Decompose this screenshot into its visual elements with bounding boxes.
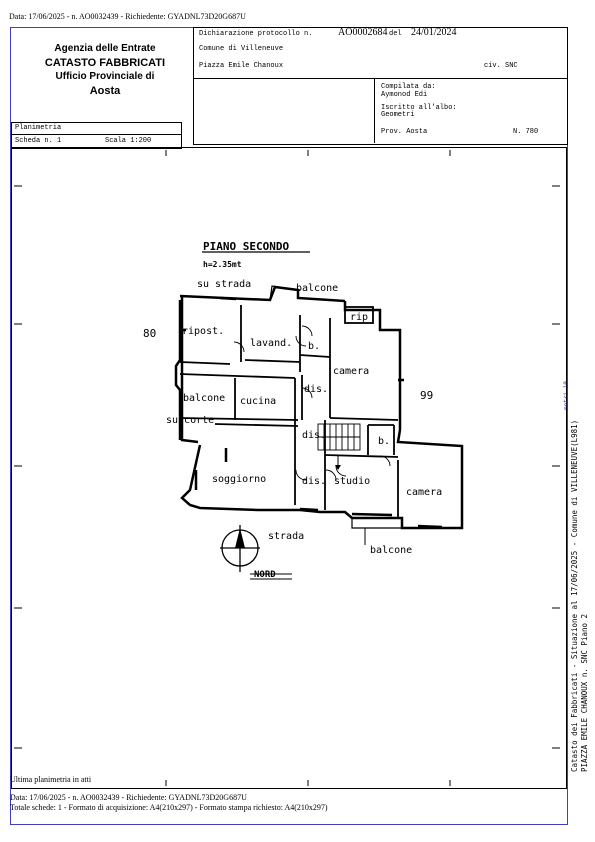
label-su-corte: su corte xyxy=(166,415,214,426)
label-balcone-top: balcone xyxy=(296,283,338,294)
agency-block: Agenzia delle Entrate CATASTO FABBRICATI… xyxy=(20,42,190,98)
agency-name: Agenzia delle Entrate xyxy=(54,43,156,54)
compiled-name: Aymonod Edi xyxy=(381,91,428,99)
drawing-frame xyxy=(11,147,567,789)
ufficio-label: Ufficio Provinciale di xyxy=(55,71,155,82)
registration-number: N. 780 xyxy=(513,128,539,136)
label-camera2: camera xyxy=(406,487,442,498)
label-cucina: cucina xyxy=(240,396,276,407)
label-lavand: lavand. xyxy=(250,338,292,349)
comune-name: Comune di Villeneuve xyxy=(199,45,284,53)
label-balcone-bottom: balcone xyxy=(370,545,412,556)
header-request-line: Data: 17/06/2025 - n. AO0032439 - Richie… xyxy=(9,12,246,21)
label-dis1: dis. xyxy=(304,384,328,395)
label-rip: rip xyxy=(350,312,368,323)
label-strada: strada xyxy=(268,531,304,542)
planimetria-divider xyxy=(11,134,181,135)
protocol-del: del xyxy=(389,30,402,38)
label-studio: studio xyxy=(334,476,370,487)
label-dis2: dis. xyxy=(302,430,326,441)
ufficio-city: Aosta xyxy=(89,85,121,97)
label-80: 80 xyxy=(143,327,156,340)
protocol-date: 24/01/2024 xyxy=(411,27,457,38)
declaration-vdivider xyxy=(374,78,375,143)
scala-label: Scala 1:200 xyxy=(105,137,152,145)
footer-ultima: Ultima planimetria in atti xyxy=(10,775,92,784)
label-balcone-left: balcone xyxy=(183,393,225,404)
address-street: Piazza Emile Chanoux xyxy=(199,62,284,70)
protocol-label: Dichiarazione protocollo n. xyxy=(199,30,313,38)
label-su-strada: su strada xyxy=(197,279,251,290)
albo-value: Geometri xyxy=(381,111,415,119)
label-b2: b. xyxy=(378,436,390,447)
address-civic: civ. SNC xyxy=(484,62,518,70)
footer-request-line: Data: 17/06/2025 - n. AO0032439 - Richie… xyxy=(10,793,247,802)
side-address-text: PIAZZA EMILE CHANOUX n. SNC Piano 2 xyxy=(580,614,589,772)
label-camera1: camera xyxy=(333,366,369,377)
scheda-label: Scheda n. 1 xyxy=(15,137,62,145)
plan-title: PIANO SECONDO xyxy=(203,240,289,253)
label-ripost: ripost. xyxy=(182,326,224,337)
label-99: 99 xyxy=(420,389,433,402)
declaration-box xyxy=(193,27,568,145)
protocol-number: AO0002684 xyxy=(338,27,388,38)
label-dis3: dis. xyxy=(302,476,326,487)
compiled-label: Compilata da: xyxy=(381,83,436,91)
plan-height: h=2.35mt xyxy=(203,260,242,269)
declaration-divider xyxy=(193,78,567,79)
label-nord: NORD xyxy=(254,570,276,580)
side-situazione-text: Catasto dei Fabbricati - Situazione al 1… xyxy=(570,420,579,772)
footer-format-line: Totale schede: 1 - Formato di acquisizio… xyxy=(10,803,328,812)
side-scale-mark: metri 10 xyxy=(563,381,570,410)
catasto-title: CATASTO FABBRICATI xyxy=(44,57,166,69)
albo-label: Iscritto all'albo: xyxy=(381,104,457,112)
planimetria-box xyxy=(11,122,182,149)
label-b1: b. xyxy=(308,341,320,352)
prov-label: Prov. Aosta xyxy=(381,128,428,136)
planimetria-label: Planimetria xyxy=(15,124,62,132)
label-soggiorno: soggiorno xyxy=(212,474,266,485)
